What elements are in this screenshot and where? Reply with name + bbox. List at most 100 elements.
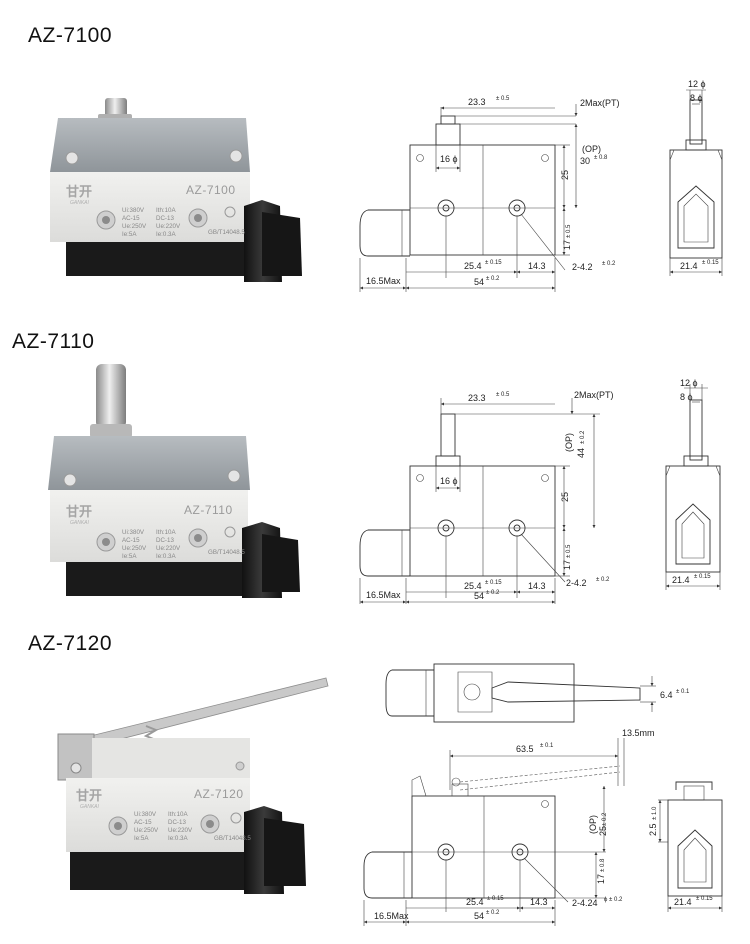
standard-label: GB/T14048.5 xyxy=(208,229,245,236)
dim-30-tol: ± 0.8 xyxy=(594,155,608,161)
body-outline xyxy=(409,465,556,577)
dim-25: 25 xyxy=(560,170,570,180)
cap-rivet-right xyxy=(227,469,241,483)
dim-op: (OP) xyxy=(564,433,574,452)
front-view-drawing-az7110: 23.3 ± 0.5 2Max(PT) (OP) 44 ± 0.2 25 17 … xyxy=(359,390,614,604)
brand-logo: 甘开 xyxy=(66,184,92,199)
top-body-outline xyxy=(433,663,575,723)
dim-54: 54 xyxy=(474,591,484,601)
dim-2-4-2: 2-4.2 xyxy=(572,262,593,272)
corner-rivet xyxy=(541,154,549,162)
spec-block: Ui:380V AC-15 Ue:250V Ie:5A Ith:10A DC-1… xyxy=(122,529,181,560)
plunger-outline xyxy=(435,123,461,146)
body-outline xyxy=(411,795,556,899)
brand-logo: 甘开 xyxy=(66,504,92,519)
mount-hole-left-inner xyxy=(102,538,110,546)
side-boot-outline xyxy=(675,503,711,565)
product-model-label: AZ-7120 xyxy=(194,787,244,801)
plunger xyxy=(105,98,127,118)
spec-text: Ie:0.3A xyxy=(156,231,176,238)
dim-63-5-tol: ± 0.1 xyxy=(540,743,554,749)
lever-bracket-outline xyxy=(411,775,427,797)
side-boot-inner xyxy=(683,837,707,883)
lever-arm-dashed xyxy=(459,771,621,791)
cap-rivet-left xyxy=(65,151,79,165)
dim-16: 16 ϕ xyxy=(440,476,458,486)
side-view-drawing-az7120: 2.5 ± 1.0 21.4 ± 0.15 xyxy=(648,781,723,912)
product-photo-az7110: 甘开 GANKAI AZ-7110 Ui:380V AC-15 Ue:250V … xyxy=(48,364,300,598)
dim-17: 17 xyxy=(562,560,572,570)
spec-text: Ue:220V xyxy=(168,827,193,834)
dim-21-4-tol: ± 0.15 xyxy=(702,260,719,266)
switch-body xyxy=(50,172,250,242)
dim-16-5-max: 16.5Max xyxy=(366,276,401,286)
dim-16: 16 ϕ xyxy=(440,154,458,164)
dim-12: 12 ϕ xyxy=(688,79,706,89)
spec-text: Ui:380V xyxy=(122,207,145,214)
spec-text: Ue:250V xyxy=(122,545,147,552)
dim-17: 17 xyxy=(596,874,606,884)
plunger-outline xyxy=(689,399,703,461)
spec-text: Ie:5A xyxy=(122,553,137,560)
dim-23-3: 23.3 xyxy=(468,97,486,107)
cap-rivet-left xyxy=(63,473,77,487)
model-title-az7120: AZ-7120 xyxy=(28,632,113,655)
boot-outline xyxy=(359,209,410,257)
spec-text: Ie:0.3A xyxy=(156,553,176,560)
lever-bracket-outline xyxy=(675,781,713,790)
mount-hole-left-inner xyxy=(102,216,110,224)
dim-23-3: 23.3 xyxy=(468,393,486,403)
product-model-label: AZ-7110 xyxy=(184,503,233,517)
side-cap-detail xyxy=(669,149,723,176)
side-body-outline xyxy=(669,149,723,259)
dim-23-3-tol: ± 0.5 xyxy=(496,96,510,102)
dim-14-3: 14.3 xyxy=(528,581,546,591)
product-model-label: AZ-7100 xyxy=(186,183,236,197)
front-view-drawing-az7120: 13.5mm 63.5 ± 0.1 (OP) 25 ± 0.2 17 ± 0.8… xyxy=(363,728,655,926)
dim-54-tol: ± 0.2 xyxy=(486,590,500,596)
switch-base xyxy=(66,562,248,596)
boot-outline xyxy=(363,851,412,899)
brand-logo: 甘开 xyxy=(76,788,102,803)
dim-17-tol: ± 0.5 xyxy=(566,224,572,238)
plunger-outline xyxy=(440,413,456,457)
boot-outline xyxy=(385,669,434,717)
dim-12: 12 ϕ xyxy=(680,378,698,388)
ccc-mark-icon xyxy=(230,812,242,824)
dim-13-5mm: 13.5mm xyxy=(622,728,655,738)
roller-circle xyxy=(463,683,481,701)
dim-25-tol: ± 0.2 xyxy=(602,812,608,826)
plunger-outline xyxy=(689,99,703,145)
spec-text: Ue:250V xyxy=(134,827,159,834)
roller-outline xyxy=(683,785,705,801)
body-outline xyxy=(409,144,556,256)
dim-2-5-tol: ± 1.0 xyxy=(652,806,658,820)
dim-2-4-2-tol: ± 0.2 xyxy=(602,261,616,267)
dim-21-4: 21.4 xyxy=(672,575,690,585)
spec-text: Ue:220V xyxy=(156,545,181,552)
dim-16-5-max: 16.5Max xyxy=(374,911,409,921)
side-boot-inner xyxy=(681,511,705,559)
model-title-az7100: AZ-7100 xyxy=(28,24,113,47)
switch-cap xyxy=(92,738,250,778)
dim-44-tol: ± 0.2 xyxy=(580,430,586,444)
dim-2-4-2-tol: ± 0.2 xyxy=(596,577,610,583)
spec-text: Ith:10A xyxy=(156,529,176,536)
lever-arm-outline xyxy=(491,681,641,703)
dim-54: 54 xyxy=(474,277,484,287)
plunger-collar xyxy=(685,139,707,151)
dim-63-5: 63.5 xyxy=(516,744,534,754)
product-photo-az7120: 甘开 GANKAI AZ-7120 Ui:380V AC-15 Ue:250V … xyxy=(57,677,329,894)
dim-op: (OP) xyxy=(582,144,601,154)
mount-hole-left-inner xyxy=(442,848,450,856)
dim-23-3-tol: ± 0.5 xyxy=(496,392,510,398)
corner-rivet xyxy=(416,154,424,162)
leader-line xyxy=(520,533,566,583)
plunger-collar xyxy=(683,455,709,467)
spec-text: Ue:220V xyxy=(156,223,181,230)
leader-line xyxy=(523,857,569,903)
switch-body xyxy=(50,490,248,562)
mount-hole-right-inner xyxy=(194,214,202,222)
plunger-tip xyxy=(440,115,456,125)
